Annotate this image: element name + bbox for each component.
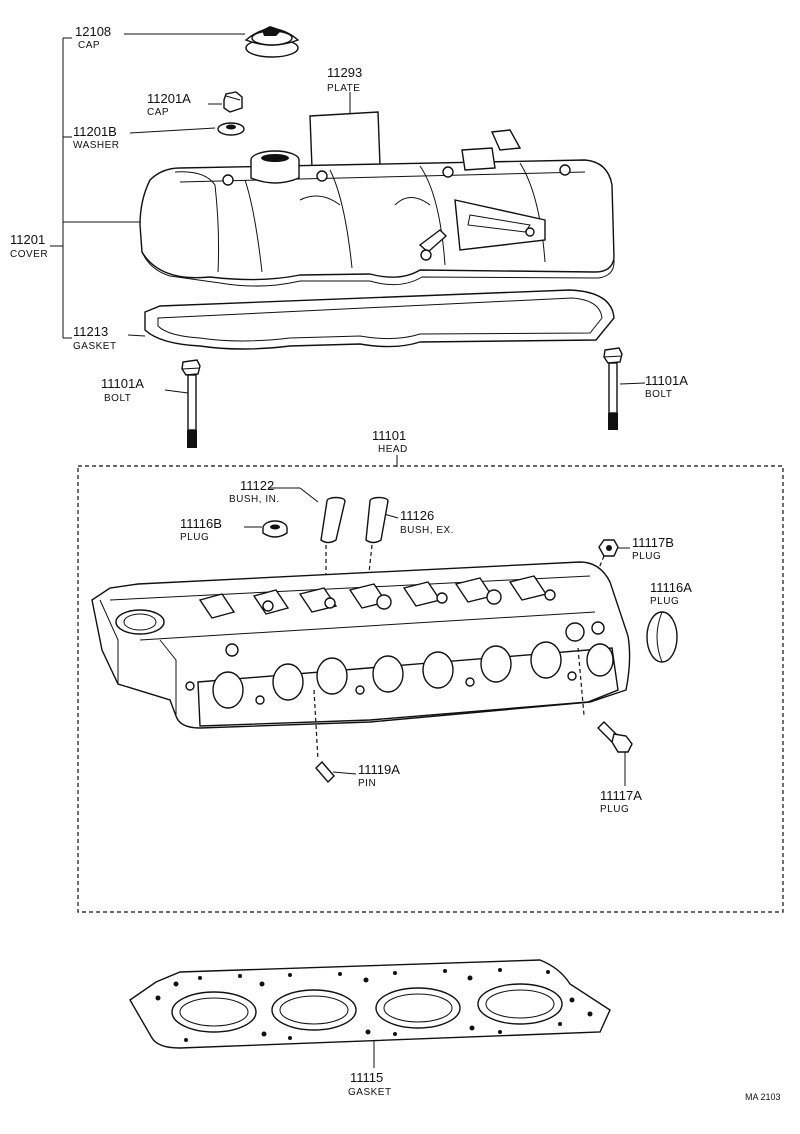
callout-11201B: 11201B WASHER — [73, 124, 120, 151]
callout-11293: 11293 PLATE — [327, 65, 362, 94]
valve-guide-exhaust-11126 — [365, 496, 389, 601]
part-number: 11116B — [180, 516, 222, 531]
callout-11116B: 11116B PLUG — [180, 516, 222, 543]
part-name: WASHER — [73, 140, 120, 151]
part-number: 11117B — [632, 535, 674, 550]
part-number: 11213 — [73, 324, 108, 339]
part-name: BUSH, IN. — [229, 494, 280, 505]
callout-11116A: 11116A PLUG — [650, 580, 692, 607]
part-name: GASKET — [348, 1087, 392, 1098]
cap-nut-11201A — [223, 91, 243, 113]
plug-11116A — [646, 611, 678, 663]
part-number: 12108 — [75, 24, 111, 39]
callout-11117B: 11117B PLUG — [632, 535, 674, 562]
part-number: 11115 — [350, 1070, 383, 1085]
part-name: BOLT — [645, 389, 672, 400]
part-name: GASKET — [73, 341, 117, 352]
callout-11119A: 11119A PIN — [358, 762, 400, 789]
callout-12108: 12108 CAP — [75, 24, 111, 51]
callout-11201: 11201 COVER — [10, 232, 48, 260]
plate-11293 — [309, 111, 381, 169]
part-name: PLUG — [180, 532, 209, 543]
part-name: HEAD — [378, 444, 408, 455]
figure-reference: MA 2103 — [745, 1092, 781, 1102]
dowel-pin-11119A — [313, 689, 335, 784]
part-number: 11126 — [400, 508, 434, 523]
head-gasket-11115 — [129, 959, 611, 1049]
callout-11201A: 11201A CAP — [147, 91, 191, 118]
part-number: 11101A — [101, 376, 144, 391]
part-name: PLUG — [650, 596, 679, 607]
part-name: PIN — [358, 778, 376, 789]
part-name: BOLT — [104, 393, 131, 404]
callout-11117A: 11117A PLUG — [600, 788, 642, 815]
washer-11201B — [217, 122, 245, 136]
callout-11101A-right: 11101A BOLT — [645, 373, 688, 400]
head-assembly-boundary — [77, 465, 784, 913]
leader-lines — [50, 33, 646, 1068]
part-name: CAP — [78, 40, 100, 51]
callout-11213: 11213 GASKET — [73, 324, 117, 352]
callout-11122: 11122 BUSH, IN. — [229, 478, 280, 505]
plug-11116B — [262, 520, 288, 538]
part-number: 11201A — [147, 91, 191, 106]
oil-filler-cap-12108 — [244, 26, 300, 58]
valve-cover-11201 — [139, 129, 615, 287]
plug-11117A — [577, 647, 633, 753]
valve-guide-intake-11122 — [320, 496, 346, 610]
part-name: PLATE — [327, 83, 360, 94]
bolt-11101A-left — [181, 359, 201, 448]
part-name: PLUG — [600, 804, 629, 815]
part-number: 11201B — [73, 124, 117, 139]
part-number: 11119A — [358, 762, 400, 777]
part-number: 11116A — [650, 580, 692, 595]
part-number: 11117A — [600, 788, 642, 803]
cylinder-head-11101 — [91, 561, 631, 729]
callout-11101A-left: 11101A BOLT — [101, 376, 144, 404]
callout-11126: 11126 BUSH, EX. — [400, 508, 454, 536]
callout-11115: 11115 GASKET — [348, 1070, 392, 1098]
part-number: 11101A — [645, 373, 688, 388]
part-name: COVER — [10, 249, 48, 260]
part-number: 11293 — [327, 65, 362, 80]
part-number: 11201 — [10, 232, 45, 247]
part-number: 11101 — [372, 428, 406, 443]
part-name: CAP — [147, 107, 169, 118]
part-number: 11122 — [240, 478, 274, 493]
cover-gasket-11213 — [144, 289, 615, 350]
part-name: PLUG — [632, 551, 661, 562]
callout-11101: 11101 HEAD — [372, 428, 408, 455]
bolt-11101A-right — [603, 347, 623, 430]
part-name: BUSH, EX. — [400, 525, 454, 536]
